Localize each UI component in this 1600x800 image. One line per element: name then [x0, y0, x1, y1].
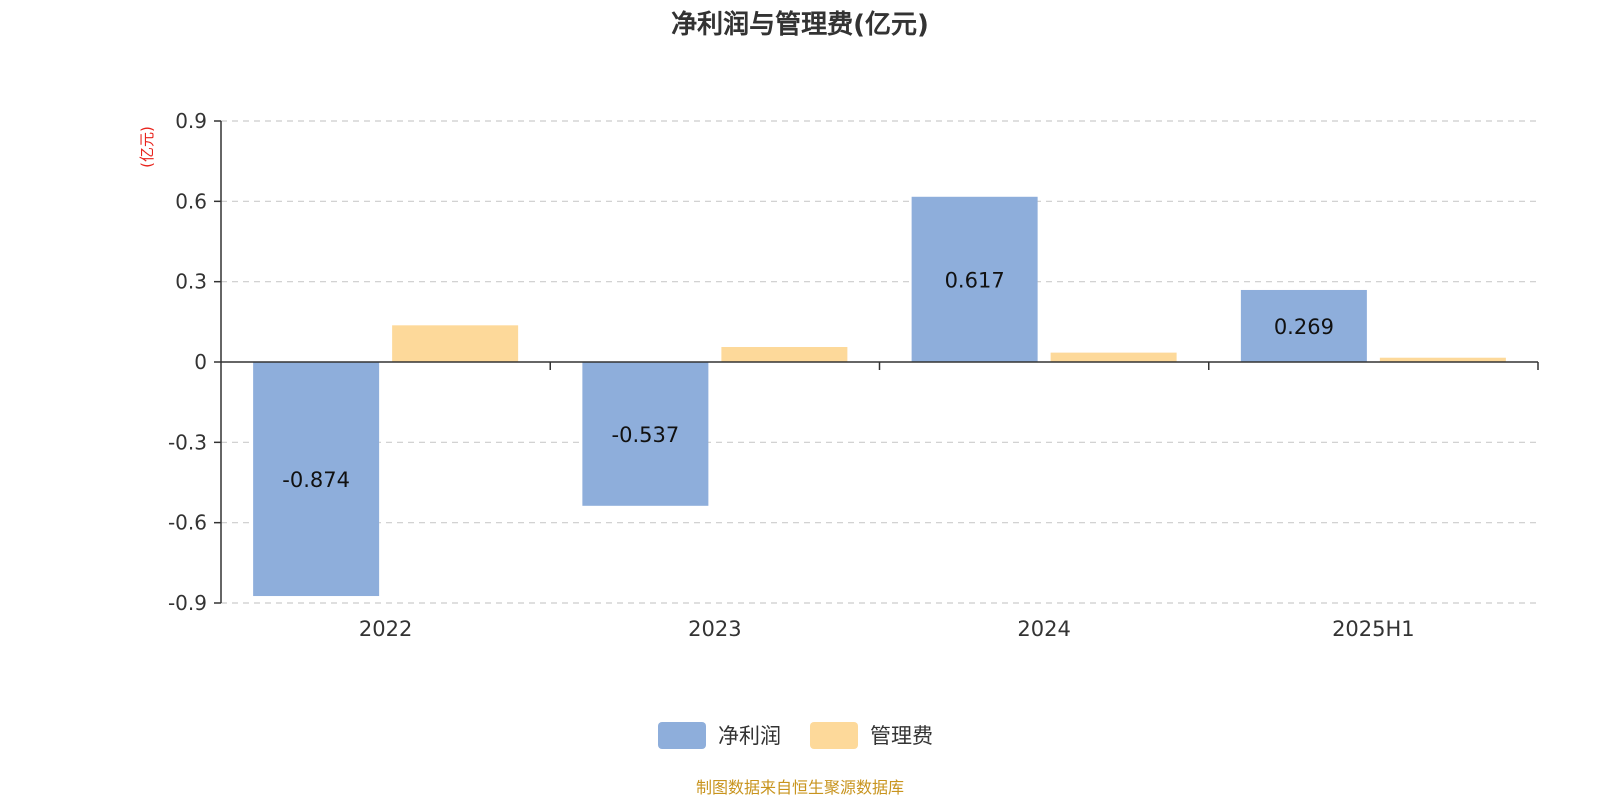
bar-net-profit-2024[interactable] [911, 196, 1038, 362]
x-tick-label: 2022 [359, 617, 412, 641]
y-tick-label: 0 [194, 350, 207, 374]
legend-swatch-net-profit [658, 722, 706, 749]
bar-admin-expense-2023[interactable] [721, 347, 848, 362]
bar-admin-expense-2024[interactable] [1050, 352, 1177, 362]
legend-item-admin-expense[interactable]: 管理费 [810, 722, 933, 749]
y-tick-label: -0.9 [168, 591, 207, 615]
y-tick-label: 0.9 [175, 109, 207, 133]
y-tick-label: 0.6 [175, 189, 207, 213]
y-axis-label: (亿元) [138, 126, 156, 168]
legend: 净利润 管理费 [658, 722, 933, 749]
data-label-net-profit-2022: -0.874 [282, 468, 350, 492]
chart-title: 净利润与管理费(亿元) [671, 9, 929, 40]
x-tick-label: 2023 [688, 617, 741, 641]
bars [253, 196, 1506, 597]
data-label-net-profit-2023: -0.537 [612, 423, 680, 447]
labels: 0.9 0.6 0.3 0 -0.3 -0.6 -0.9 -0.874 2022 -0.537 20… [168, 109, 1415, 641]
bar-admin-expense-2022[interactable] [392, 325, 519, 362]
bar-admin-expense-2025H1[interactable] [1379, 357, 1506, 362]
y-tick-label: -0.3 [168, 430, 207, 454]
legend-item-net-profit[interactable]: 净利润 [658, 722, 781, 749]
legend-swatch-admin-expense [810, 722, 858, 749]
data-label-net-profit-2025H1: 0.269 [1274, 315, 1334, 339]
legend-label-net-profit: 净利润 [718, 724, 781, 748]
bar-net-profit-2025H1[interactable] [1240, 289, 1367, 362]
bar-net-profit-2022[interactable] [253, 362, 380, 597]
bar-net-profit-2023[interactable] [582, 362, 709, 506]
y-tick-label: -0.6 [168, 511, 207, 535]
x-tick-label: 2024 [1017, 617, 1070, 641]
axes [214, 120, 1539, 604]
y-tick-label: 0.3 [175, 270, 207, 294]
data-label-net-profit-2024: 0.617 [945, 268, 1005, 292]
x-tick-label: 2025H1 [1332, 617, 1415, 641]
legend-label-admin-expense: 管理费 [870, 724, 933, 748]
source-note: 制图数据来自恒生聚源数据库 [696, 778, 904, 797]
